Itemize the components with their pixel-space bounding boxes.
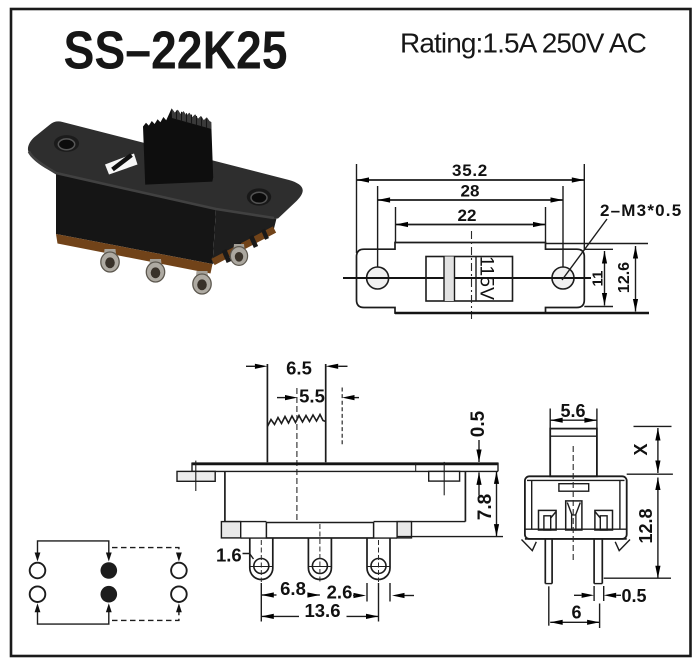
svg-text:2–M3*0.5: 2–M3*0.5 — [600, 201, 682, 220]
svg-text:SS–22K25: SS–22K25 — [64, 19, 288, 80]
svg-text:0.5: 0.5 — [622, 586, 647, 606]
svg-text:13.6: 13.6 — [304, 600, 340, 621]
svg-text:X: X — [631, 443, 651, 455]
svg-text:5.5: 5.5 — [299, 386, 325, 407]
svg-text:28: 28 — [461, 182, 480, 201]
svg-text:22: 22 — [458, 206, 477, 225]
svg-text:6.5: 6.5 — [286, 358, 312, 379]
svg-text:12.6: 12.6 — [616, 262, 633, 293]
svg-text:6.8: 6.8 — [280, 578, 306, 599]
svg-text:0.5: 0.5 — [468, 410, 489, 437]
svg-text:35.2: 35.2 — [452, 161, 488, 180]
svg-text:115V: 115V — [476, 256, 498, 300]
svg-text:7.8: 7.8 — [475, 494, 496, 520]
svg-text:Rating:1.5A 250V AC: Rating:1.5A 250V AC — [400, 28, 647, 59]
svg-text:6: 6 — [571, 603, 581, 623]
svg-text:11: 11 — [590, 271, 607, 287]
svg-text:12.8: 12.8 — [636, 508, 656, 543]
svg-text:2.6: 2.6 — [327, 582, 353, 603]
svg-text:5.6: 5.6 — [560, 401, 585, 421]
svg-text:1.6: 1.6 — [216, 545, 242, 566]
